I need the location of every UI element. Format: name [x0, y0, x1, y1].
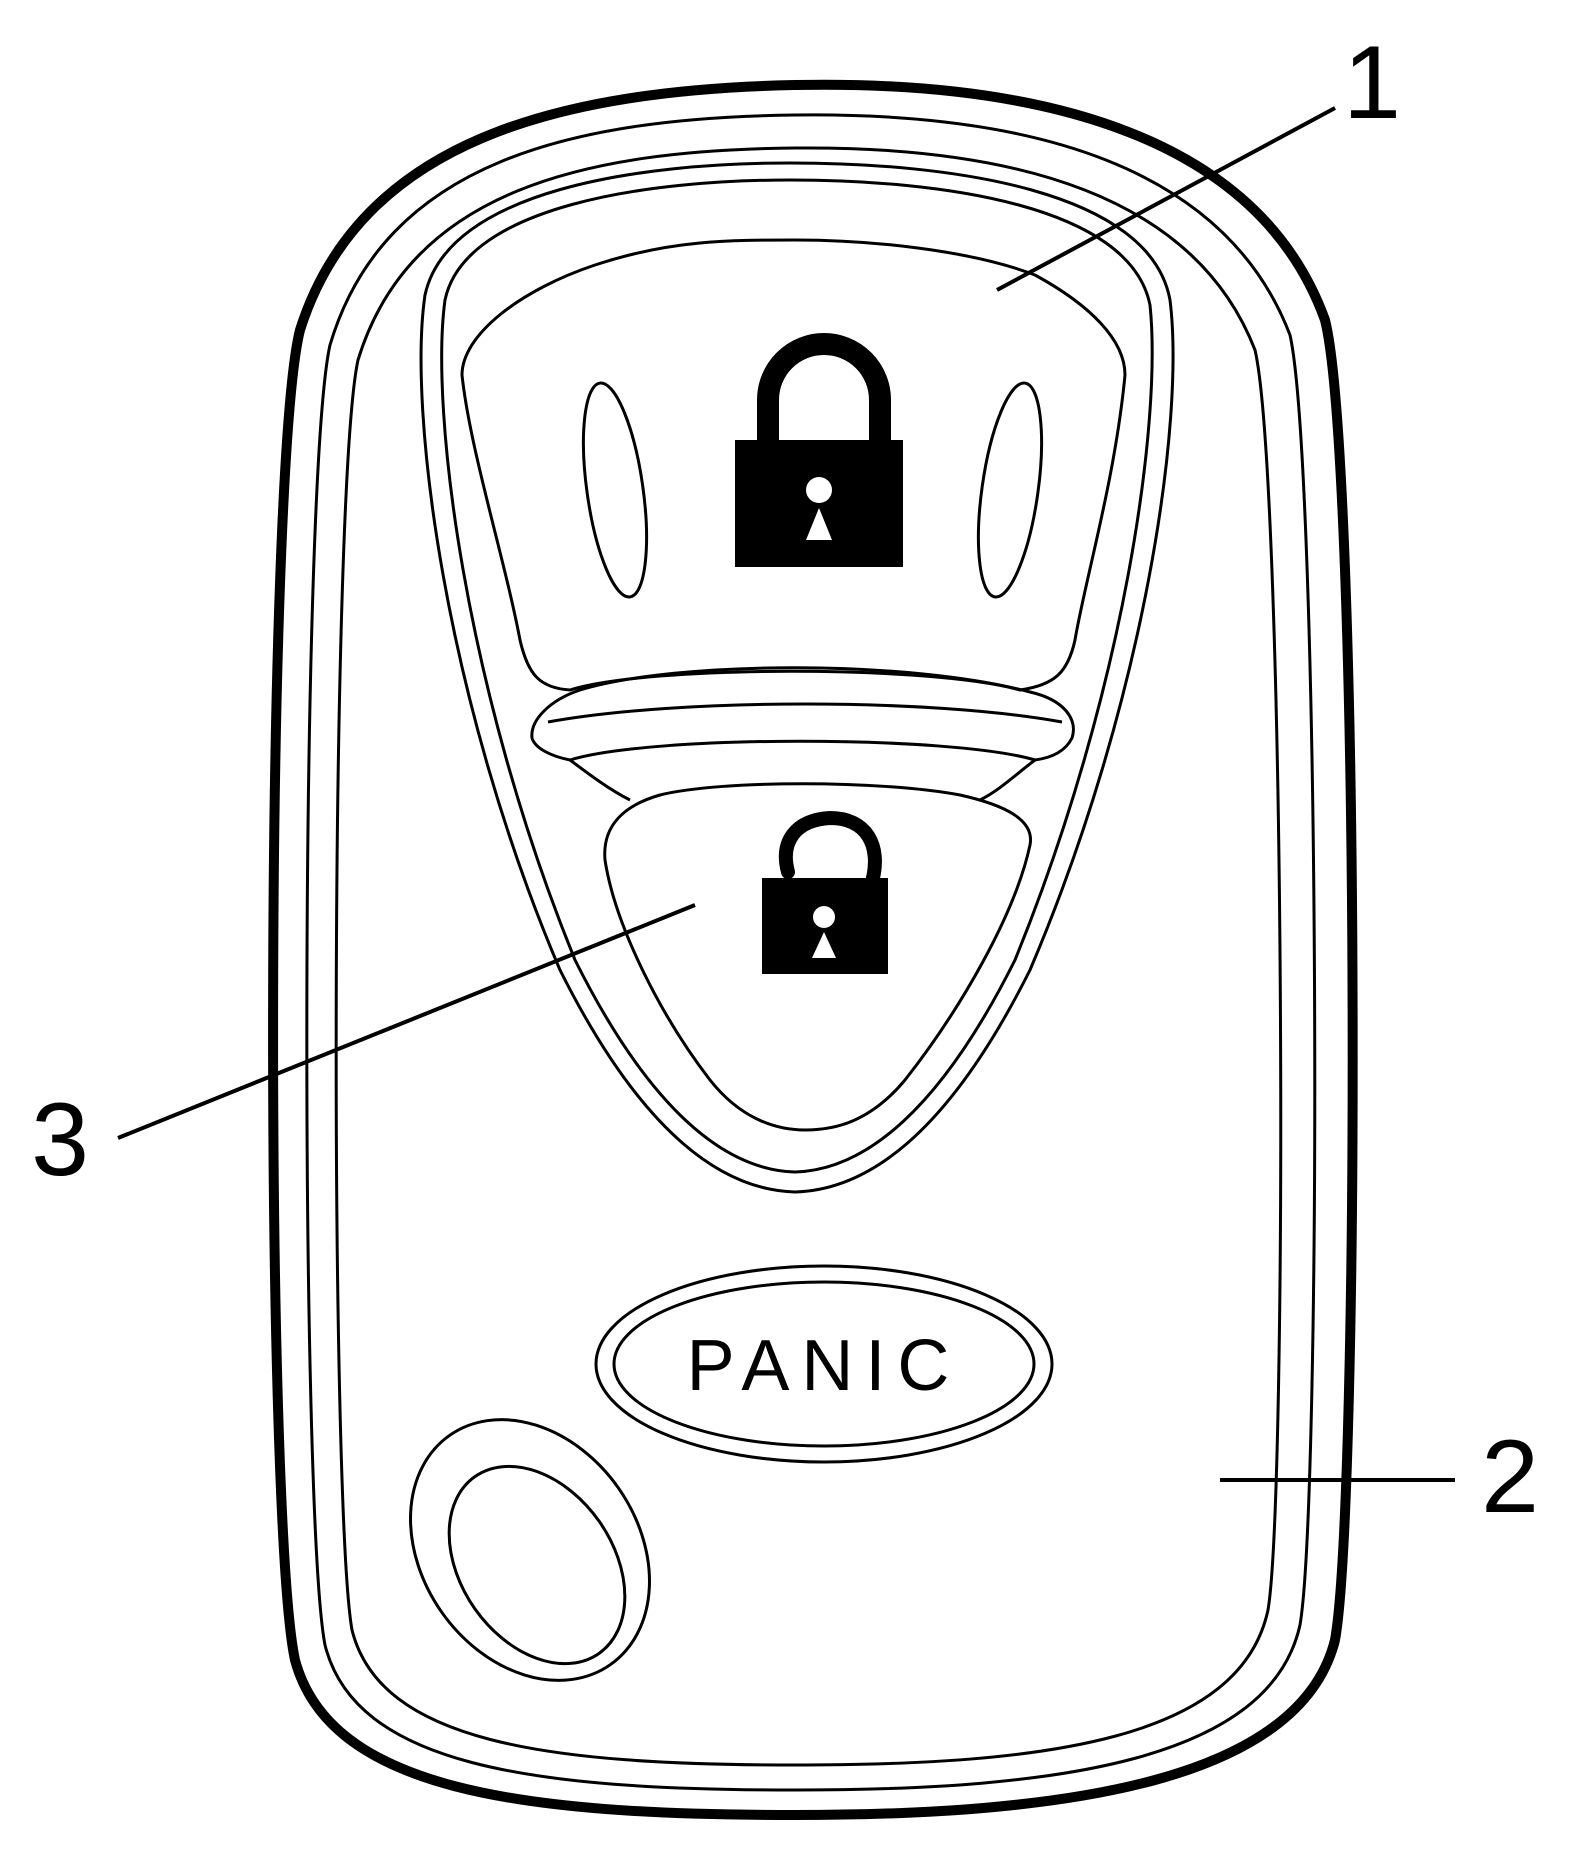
button-recess-inner	[440, 178, 1154, 1174]
unlock-icon	[762, 810, 888, 974]
key-ring-hole-inner	[447, 1464, 627, 1666]
unlock-button[interactable]	[603, 782, 1033, 1132]
panic-button-outer	[594, 1264, 1054, 1464]
callout-3-leader	[117, 903, 696, 1140]
fob-housing-inner	[305, 113, 1317, 1792]
callout-2-number: 2	[1481, 1419, 1539, 1535]
callout-3-number: 3	[31, 1082, 89, 1198]
callout-1-number: 1	[1343, 25, 1401, 141]
lock-icon	[735, 333, 903, 567]
panic-button-inner	[612, 1280, 1036, 1448]
button-divider-ridge-line	[547, 702, 1063, 724]
button-divider-skirt	[569, 758, 1036, 802]
panic-button[interactable]: PANIC	[594, 1264, 1054, 1464]
fob-housing-outer	[268, 79, 1358, 1821]
grip-oval-right	[976, 381, 1044, 599]
callout-1-leader	[996, 106, 1336, 292]
button-recess	[419, 161, 1175, 1194]
fob-face-panel	[334, 146, 1283, 1767]
key-ring-hole-outer	[409, 1418, 651, 1682]
grip-oval-left	[581, 381, 649, 599]
lock-button[interactable]	[460, 238, 1127, 692]
panic-button-label: PANIC	[687, 1326, 962, 1406]
